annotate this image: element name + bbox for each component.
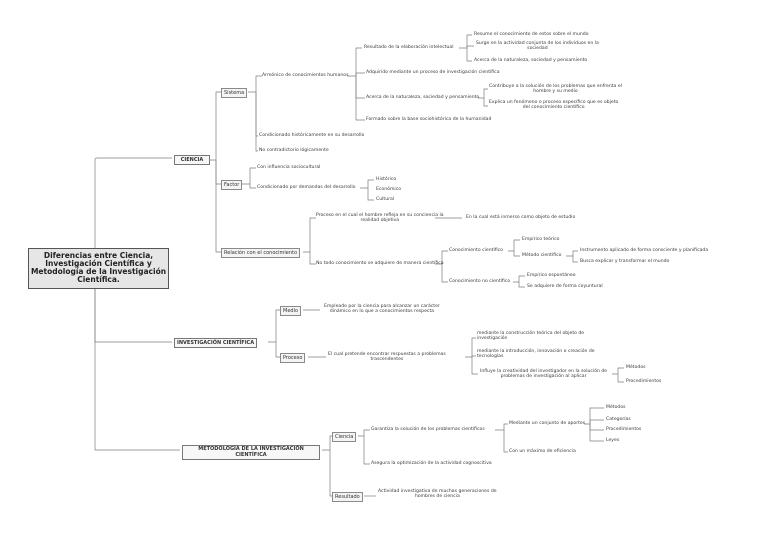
node-armonico[interactable]: Armónico de conocimientos humanos [262, 73, 349, 78]
node-explica-line-1: Explica un fenómeno o proceso específico… [489, 100, 619, 105]
node-introduccion[interactable]: mediante la introducción, innovación o c… [477, 349, 595, 360]
node-empleado[interactable]: Empleado por la ciencia para alcanzar un… [324, 304, 440, 315]
node-acerca-1[interactable]: Acerca de la naturaleza, sociedad y pens… [474, 58, 588, 63]
topic-relacion[interactable]: Relación con el conocimiento [221, 248, 301, 258]
node-leyes[interactable]: Leyes [606, 438, 620, 443]
node-empirico-teorico[interactable]: Empírico teórico [522, 237, 560, 242]
node-adquirido[interactable]: Adquirido mediante un proceso de investi… [366, 70, 500, 75]
topic-investigacion[interactable]: INVESTIGACIÓN CIENTÍFICA [174, 338, 258, 348]
node-conocimiento-no-cientifico[interactable]: Conocimiento no científico [449, 279, 511, 284]
node-influencia[interactable]: Con influencia sociocultural [257, 165, 321, 170]
node-influye[interactable]: Influye la creatividad del investigador … [480, 369, 607, 380]
topic-sistema[interactable]: Sistema [221, 88, 248, 98]
node-explica[interactable]: Explica un fenómeno o proceso específico… [489, 100, 618, 111]
node-explica-line-2: del conocimiento científico [522, 105, 585, 111]
topic-metodologia[interactable]: METODOLOGÍA DE LA INVESTIGACIÓN CIENTÍFI… [182, 445, 320, 461]
node-construccion[interactable]: mediante la construcción teórica del obj… [477, 331, 584, 342]
node-empleado-line-1: Empleado por la ciencia para alcanzar un… [324, 304, 440, 309]
node-construccion-line-1: mediante la construcción teórica del obj… [477, 331, 585, 336]
node-historico[interactable]: Histórico [376, 177, 397, 182]
node-condicionado[interactable]: Condicionado históricamente en su desarr… [259, 133, 365, 138]
node-busca[interactable]: Busca explicar y transformar el mundo [580, 259, 670, 264]
node-contribuye[interactable]: Contribuye a la solución de los problema… [489, 84, 622, 95]
root-line-4: Científica. [77, 275, 120, 284]
topic-ciencia[interactable]: CIENCIA [174, 155, 210, 165]
root-line-2: Investigación Científica y [45, 259, 152, 268]
node-inmerso[interactable]: En la cual está inmerso como objeto de e… [466, 215, 576, 220]
node-proceso-refleja-line-1: Proceso en el cual el hombre refleja en … [316, 213, 444, 218]
root-line-1: Diferencias entre Ciencia, [43, 251, 154, 260]
node-surge-line-2: sociedad [527, 46, 548, 52]
connector-root-metodologia [94, 289, 180, 451]
node-pretende-line-2: trascendentes [370, 357, 404, 363]
node-construccion-line-2: investigación [477, 336, 508, 342]
node-empleado-line-2: dinámico en lo que a conocimientos respe… [329, 309, 435, 315]
node-cultural[interactable]: Cultural [376, 197, 395, 202]
node-pretende-line-1: El cual pretende encontrar respuestas a … [328, 352, 446, 357]
topic-metodologia-line-2: CIENTÍFICA [235, 451, 267, 458]
node-resume[interactable]: Resume el conocimiento de estos sobre el… [474, 32, 589, 37]
node-proceso-refleja[interactable]: Proceso en el cual el hombre refleja en … [316, 213, 444, 224]
node-metodo-cientifico[interactable]: Método científico [522, 253, 562, 258]
node-garantiza[interactable]: Garantiza la solución de los problemas c… [371, 427, 485, 432]
node-mediante-aportes[interactable]: Mediante un conjunto de aportes [509, 421, 586, 426]
root-line-3: Metodología de la Investigación [30, 267, 167, 276]
node-economico[interactable]: Económico [376, 187, 402, 192]
node-actividad-line-2: hombres de ciencia [414, 494, 460, 500]
topic-resultado[interactable]: Resultado [332, 492, 363, 502]
node-asegura[interactable]: Asegura la optimización de la actividad … [371, 461, 492, 466]
node-introduccion-line-2: tecnologías [477, 354, 504, 360]
connector-ciencia-sistema [210, 91, 221, 161]
node-actividad[interactable]: Actividad investigativa de muchas genera… [378, 489, 497, 500]
node-metodos-2[interactable]: Métodos [606, 405, 626, 410]
node-categorias[interactable]: Categorías [606, 417, 631, 422]
node-proceso-refleja-line-2: realidad objetiva [360, 218, 400, 224]
node-empirico-espontaneo[interactable]: Empírico espontáneo [527, 273, 576, 278]
node-acerca-2[interactable]: Acerca de la naturaleza, sociedad y pens… [366, 95, 480, 100]
root-topic[interactable]: Diferencias entre Ciencia, Investigación… [28, 248, 169, 289]
node-actividad-line-1: Actividad investigativa de muchas genera… [378, 489, 497, 494]
node-introduccion-line-1: mediante la introducción, innovación o c… [477, 349, 595, 354]
node-instrumento[interactable]: Instrumento aplicado de forma consciente… [580, 248, 709, 253]
node-contribuye-line-1: Contribuye a la solución de los problema… [489, 84, 622, 89]
connector-root-ciencia [94, 157, 172, 248]
node-surge[interactable]: Surge en la actividad conjunta de los in… [476, 41, 599, 52]
node-influye-line-2: problemas de investigación al aplicar [500, 374, 587, 380]
node-coyuntural[interactable]: Se adquiere de forma coyuntural [527, 284, 603, 289]
node-maximo-eficiencia[interactable]: Con un máximo de eficiencia [509, 449, 576, 454]
node-pretende[interactable]: El cual pretende encontrar respuestas a … [328, 352, 446, 363]
node-influye-line-1: Influye la creatividad del investigador … [480, 369, 608, 374]
node-metodos-1[interactable]: Métodos [626, 365, 646, 370]
node-procedimientos-2[interactable]: Procedimientos [606, 427, 642, 432]
topic-metodologia-line-1: METODOLOGÍA DE LA INVESTIGACIÓN [198, 446, 304, 452]
topic-medio[interactable]: Medio [280, 306, 302, 316]
node-formado[interactable]: Formado sobre la base sociohistórica de … [366, 117, 492, 122]
node-contribuye-line-2: hombre y su medio [533, 89, 578, 95]
node-procedimientos-1[interactable]: Procedimientos [626, 379, 662, 384]
node-conocimiento-cientifico[interactable]: Conocimiento científico [449, 248, 503, 253]
topic-proceso[interactable]: Proceso [280, 353, 306, 363]
node-surge-line-1: Surge en la actividad conjunta de los in… [476, 41, 599, 46]
node-no-todo[interactable]: No todo conocimiento se adquiere de mane… [316, 261, 444, 266]
node-resultado-elaboracion[interactable]: Resultado de la elaboración intelectual [364, 45, 454, 50]
node-demandas[interactable]: Condicionado por demandas del desarrollo [257, 185, 356, 190]
node-no-contradictorio[interactable]: No contradictorio lógicamente [259, 148, 329, 153]
topic-factor[interactable]: Factor [221, 180, 243, 190]
topic-metodologia-ciencia[interactable]: Ciencia [332, 432, 357, 442]
